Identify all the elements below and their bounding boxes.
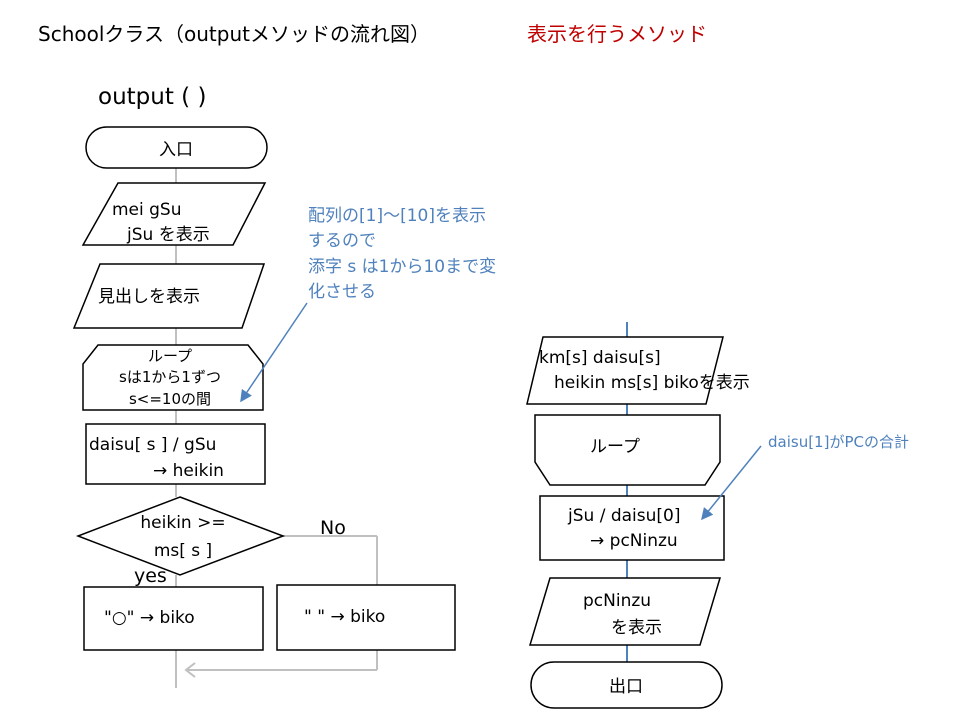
method-name: output ( ): [98, 84, 207, 110]
output-km-daisu-line1: km[s] daisu[s]: [539, 348, 661, 368]
annotation-pc-total: daisu[1]がPCの合計: [768, 433, 909, 451]
process-heikin: [85, 423, 266, 485]
process-heikin-line2: → heikin: [153, 461, 224, 481]
no-label: No: [320, 517, 346, 539]
decision-line1: heikin >=: [140, 513, 225, 533]
process-pcninzu-line2: → pcNinzu: [590, 531, 678, 551]
decision-line2: ms[ s ]: [154, 541, 212, 561]
note1-line1: 配列の[1]～[10]を表示: [308, 206, 486, 226]
end-terminal: [530, 661, 723, 709]
output-pcninzu-line1: pcNinzu: [583, 591, 651, 611]
output-mei-gsu-line1: mei gSu: [112, 200, 182, 220]
end-label: 出口: [609, 677, 643, 697]
yes-branch-label: "○" → biko: [104, 608, 195, 628]
yes-label: yes: [134, 565, 167, 587]
process-pcninzu: [539, 495, 725, 561]
output-heading: [72, 263, 266, 329]
left-connectors: [175, 168, 378, 688]
yes-branch-process: [83, 586, 264, 651]
loop-end-label: ループ: [590, 437, 640, 457]
output-pcninzu-line2: を表示: [611, 618, 662, 638]
loop-start-line2: sは1から1ずつ: [119, 368, 221, 386]
process-heikin-line1: daisu[ s ] / gSu: [89, 435, 216, 455]
loop-start-line1: ループ: [148, 347, 192, 365]
annotation-arrow-2: [701, 445, 762, 521]
loop-start: [82, 344, 264, 411]
start-terminal: [85, 126, 268, 169]
note1-line4: 化させる: [308, 282, 376, 302]
start-label: 入口: [159, 140, 193, 160]
decision-heikin: [75, 496, 286, 576]
output-pcninzu: [528, 577, 722, 646]
annotation-loop-range: 配列の[1]～[10]を表示 するので 添字 s は1から10まで変 化させる: [308, 206, 496, 302]
loop-start-line3: s<=10の間: [129, 390, 211, 408]
no-branch-process: [276, 584, 456, 651]
output-heading-label: 見出しを表示: [98, 287, 200, 307]
annotation-arrow-1: [240, 302, 308, 403]
page-title: Schoolクラス（outputメソッドの流れ図）: [38, 22, 430, 46]
page-subtitle: 表示を行うメソッド: [527, 22, 707, 46]
process-pcninzu-line1: jSu / daisu[0]: [567, 506, 680, 526]
note1-line3: 添字 s は1から10まで変: [308, 257, 496, 277]
loop-end: [534, 414, 721, 486]
output-mei-gsu-line2: jSu を表示: [126, 225, 210, 245]
output-km-daisu: [526, 336, 724, 405]
no-branch-label: " " → biko: [304, 607, 385, 627]
note1-line2: するので: [308, 231, 376, 251]
output-mei-gsu: [81, 182, 267, 246]
output-km-daisu-line2: heikin ms[s] bikoを表示: [554, 373, 750, 393]
